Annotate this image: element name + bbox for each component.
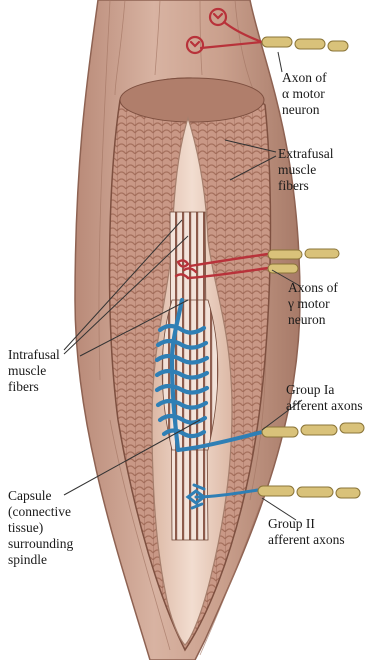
label-capsule-line-2: (connective: [8, 504, 73, 520]
label-alpha-axon-line-1: Axon of: [282, 70, 327, 86]
label-intrafusal: Intrafusal muscle fibers: [8, 347, 60, 395]
label-intrafusal-line-1: Intrafusal: [8, 347, 60, 363]
chamber-top-opening: [120, 78, 264, 122]
label-capsule-line-5: spindle: [8, 552, 73, 568]
label-group-ia-line-1: Group Ia: [286, 382, 363, 398]
label-alpha-axon: Axon of α motor neuron: [282, 70, 327, 118]
label-intrafusal-line-2: muscle: [8, 363, 60, 379]
label-group-ii-line-1: Group II: [268, 516, 345, 532]
label-group-ia: Group Ia afferent axons: [286, 382, 363, 414]
label-capsule: Capsule (connective tissue) surrounding …: [8, 488, 73, 568]
label-capsule-line-3: tissue): [8, 520, 73, 536]
label-gamma-axons-line-3: neuron: [288, 312, 338, 328]
label-alpha-axon-line-2: α motor: [282, 86, 327, 102]
label-extrafusal: Extrafusal muscle fibers: [278, 146, 333, 194]
label-extrafusal-line-1: Extrafusal: [278, 146, 333, 162]
label-extrafusal-line-3: fibers: [278, 178, 333, 194]
label-group-ii: Group II afferent axons: [268, 516, 345, 548]
label-gamma-axons: Axons of γ motor neuron: [288, 280, 338, 328]
label-capsule-line-1: Capsule: [8, 488, 73, 504]
label-extrafusal-line-2: muscle: [278, 162, 333, 178]
label-alpha-axon-line-3: neuron: [282, 102, 327, 118]
label-group-ia-line-2: afferent axons: [286, 398, 363, 414]
label-gamma-axons-line-1: Axons of: [288, 280, 338, 296]
label-capsule-line-4: surrounding: [8, 536, 73, 552]
label-intrafusal-line-3: fibers: [8, 379, 60, 395]
label-group-ii-line-2: afferent axons: [268, 532, 345, 548]
label-gamma-axons-line-2: γ motor: [288, 296, 338, 312]
